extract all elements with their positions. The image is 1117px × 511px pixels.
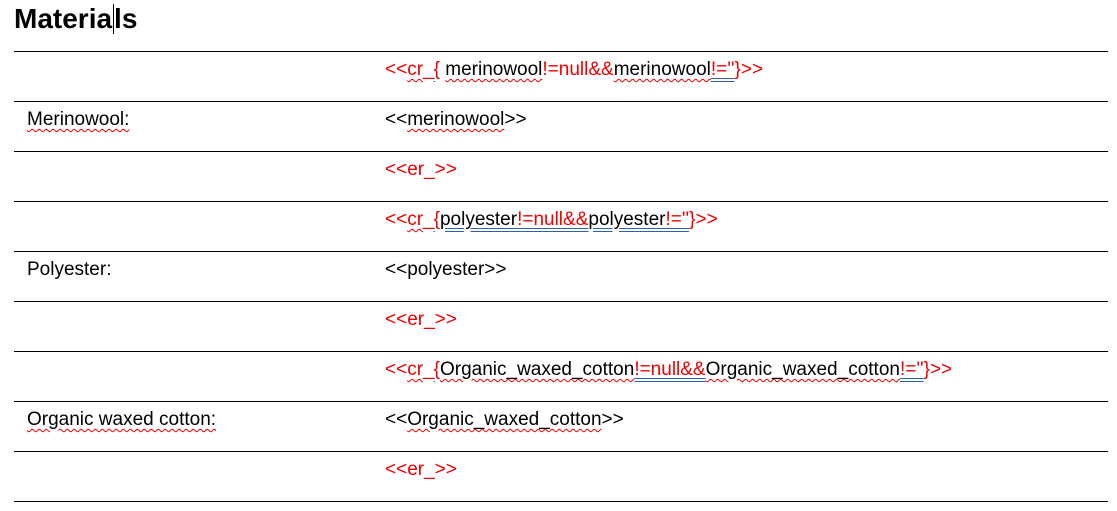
row-template-code[interactable]: <<er_>> [385, 459, 457, 480]
code-field: merinowool [445, 59, 543, 80]
row-template-code[interactable]: <<er_>> [385, 159, 457, 180]
code-close: }>> [689, 209, 718, 230]
code-underscore: _ [423, 59, 434, 80]
code-field: merinowool [613, 59, 711, 80]
row-label[interactable]: Polyester: [27, 259, 112, 280]
row-template-code[interactable]: <<cr_{Organic_waxed_cotton!=null&&Organi… [385, 359, 952, 381]
table-row: Merinowool: <<merinowool>> [14, 101, 1108, 151]
heading-text-before-cursor: Materia [14, 3, 113, 34]
code-open: << [385, 209, 408, 230]
code-open: << [385, 59, 408, 80]
row-template-code[interactable]: <<Organic_waxed_cotton>> [385, 409, 624, 431]
code-open: << [385, 409, 408, 430]
table-row: <<er_>> [14, 451, 1108, 502]
code-empty-check: !='' [710, 59, 735, 80]
code-field: polyester [439, 209, 518, 230]
code-close: }>> [923, 359, 953, 380]
row-template-code[interactable]: <<polyester>> [385, 259, 507, 280]
materials-table: <<cr_{ merinowool!=null&&merinowool!=''}… [14, 51, 1108, 502]
code-open: << [385, 359, 408, 380]
row-template-code[interactable]: <<cr_{polyester!=null&&polyester!=''}>> [385, 209, 718, 231]
text-cursor [113, 4, 115, 34]
code-close: >> [504, 109, 527, 130]
row-template-code[interactable]: <<cr_{ merinowool!=null&&merinowool!=''}… [385, 59, 763, 81]
code-underscore: _ [423, 359, 434, 380]
heading-text-after-cursor: ls [114, 3, 138, 34]
table-row: <<er_>> [14, 151, 1108, 201]
code-field: Organic_waxed_cotton [407, 409, 602, 430]
row-template-code[interactable]: <<merinowool>> [385, 109, 527, 131]
code-field: merinowool [407, 109, 505, 130]
code-close: }>> [734, 59, 764, 80]
code-brace: { [433, 209, 440, 230]
code-null-check: !=null&& [517, 209, 589, 230]
row-label[interactable]: Merinowool: [27, 109, 130, 130]
code-null-check: !=null&& [542, 59, 614, 80]
code-field: polyester [588, 209, 666, 230]
table-row: Polyester: <<polyester>> [14, 251, 1108, 301]
table-row: <<cr_{ merinowool!=null&&merinowool!=''}… [14, 51, 1108, 101]
code-empty-check: !='' [665, 209, 690, 230]
code-underscore: _ [423, 209, 434, 230]
code-cr: cr [407, 209, 424, 230]
code-field: Organic_waxed_cotton [705, 359, 900, 380]
code-cr: cr [407, 359, 424, 380]
code-field: Organic_waxed_cotton [439, 359, 635, 380]
code-brace: { [433, 359, 440, 380]
code-close: >> [601, 409, 624, 430]
table-row: Organic waxed cotton: <<Organic_waxed_co… [14, 401, 1108, 451]
code-brace: { [433, 59, 440, 80]
code-empty-check: !='' [899, 359, 924, 380]
row-label[interactable]: Organic waxed cotton: [27, 409, 217, 430]
table-row: <<cr_{Organic_waxed_cotton!=null&&Organi… [14, 351, 1108, 401]
document-heading[interactable]: Materials [14, 2, 137, 36]
code-null-check: !=null&& [634, 359, 706, 380]
table-row: <<cr_{polyester!=null&&polyester!=''}>> [14, 201, 1108, 251]
table-row: <<er_>> [14, 301, 1108, 351]
row-template-code[interactable]: <<er_>> [385, 309, 457, 330]
code-cr: cr [407, 59, 424, 80]
code-open: << [385, 109, 408, 130]
